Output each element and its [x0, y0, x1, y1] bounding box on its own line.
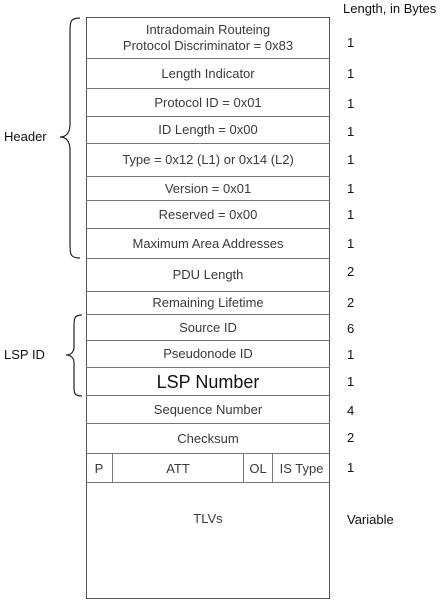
length-value: 1 — [347, 460, 355, 475]
header-group-label: Header — [4, 129, 47, 144]
field-version: Version = 0x01 — [164, 180, 252, 196]
length-value: 1 — [347, 374, 355, 389]
field-pseudonode-id: Pseudonode ID — [163, 346, 253, 361]
length-value: 2 — [347, 430, 355, 445]
length-value: 1 — [347, 66, 355, 81]
field-protocol-id: Protocol ID = 0x01 — [154, 94, 262, 110]
field-checksum: Checksum — [177, 430, 239, 446]
length-value: 1 — [347, 181, 355, 196]
packet-outline — [86, 17, 330, 599]
length-column-header: Length, in Bytes — [343, 1, 437, 16]
length-value: 6 — [347, 321, 355, 336]
field-tlvs: TLVs — [193, 511, 223, 526]
length-value: 2 — [347, 295, 355, 310]
length-value: 4 — [347, 403, 355, 418]
flag-p: P — [94, 460, 104, 476]
length-value: 1 — [347, 96, 355, 111]
field-lsp-number: LSP Number — [156, 371, 260, 392]
flag-att: ATT — [166, 460, 190, 476]
length-value: 1 — [347, 207, 355, 222]
field-source-id: Source ID — [179, 319, 237, 335]
field-maximum-area-addresses: Maximum Area Addresses — [132, 235, 284, 251]
field-length-indicator: Length Indicator — [161, 65, 255, 81]
length-value: 1 — [347, 35, 355, 50]
field-reserved: Reserved = 0x00 — [158, 206, 258, 222]
lsp-id-group-label: LSP ID — [4, 347, 45, 362]
row-dividers — [86, 58, 330, 483]
length-value: 1 — [347, 124, 355, 139]
field-id-length: ID Length = 0x00 — [158, 122, 258, 137]
lsp-id-brace — [65, 314, 83, 397]
length-value: 2 — [347, 264, 355, 279]
length-value: 1 — [347, 347, 355, 362]
header-brace — [59, 17, 81, 259]
field-sequence-number: Sequence Number — [153, 401, 263, 417]
field-remaining-lifetime: Remaining Lifetime — [152, 295, 264, 310]
length-value: Variable — [347, 512, 394, 527]
field-type: Type = 0x12 (L1) or 0x14 (L2) — [122, 152, 294, 167]
length-value: 1 — [347, 236, 355, 251]
flag-ol: OL — [249, 460, 267, 476]
length-value: 1 — [347, 152, 355, 167]
field-pdu-length: PDU Length — [172, 267, 244, 282]
field-protocol-discriminator: Intradomain Routeing Protocol Discrimina… — [122, 22, 294, 53]
flag-is-type: IS Type — [279, 460, 324, 476]
